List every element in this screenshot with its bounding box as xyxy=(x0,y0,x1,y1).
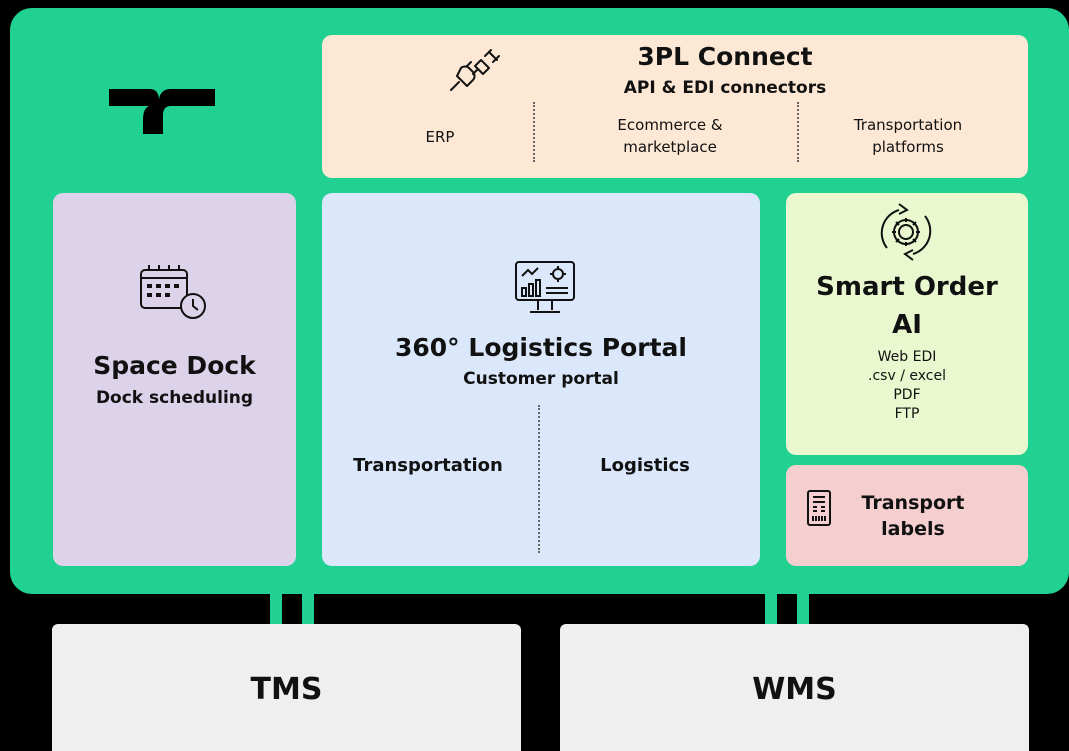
format-ftp: FTP xyxy=(894,406,920,422)
connect-divider xyxy=(533,102,535,162)
transport-labels-card xyxy=(786,465,1028,566)
connect-item-ecommerce: Ecommerce & marketplace xyxy=(617,116,723,156)
portal-logistics-label: Logistics xyxy=(600,455,690,476)
portal-transportation-label: Transportation xyxy=(353,455,503,476)
brand-logo-icon xyxy=(105,82,217,140)
connect-title: 3PL Connect xyxy=(637,42,813,71)
portal-divider xyxy=(538,405,540,553)
connect-divider xyxy=(797,102,799,162)
dashboard-monitor-icon xyxy=(512,258,578,318)
connect-item-transportation: Transportation platforms xyxy=(853,116,963,156)
wms-box xyxy=(560,624,1029,751)
tms-box xyxy=(52,624,521,751)
connect-item-erp: ERP xyxy=(425,128,455,146)
space-dock-title: Space Dock xyxy=(93,351,256,380)
transport-labels-title: Transport labels xyxy=(861,492,965,540)
format-web-edi: Web EDI xyxy=(877,349,937,365)
connect-subtitle: API & EDI connectors xyxy=(623,78,827,98)
space-dock-subtitle: Dock scheduling xyxy=(95,388,254,408)
portal-subtitle: Customer portal xyxy=(463,369,619,389)
smart-order-title-ai: AI xyxy=(892,310,922,340)
gear-cycle-icon xyxy=(873,198,939,266)
tms-label: TMS xyxy=(250,672,323,707)
wms-label: WMS xyxy=(752,672,837,707)
plug-icon xyxy=(445,42,503,94)
smart-order-title: Smart Order xyxy=(816,272,998,302)
connect-card xyxy=(322,35,1028,178)
shipping-label-icon xyxy=(805,488,833,528)
smart-order-card xyxy=(786,193,1028,455)
format-pdf: PDF xyxy=(893,387,921,403)
smart-order-formats: Web EDI .csv / excel PDF FTP xyxy=(786,348,1028,424)
portal-title: 360° Logistics Portal xyxy=(395,333,687,362)
space-dock-card xyxy=(53,193,296,566)
format-csv-excel: .csv / excel xyxy=(868,368,946,384)
calendar-clock-icon xyxy=(137,262,211,320)
portal-card xyxy=(322,193,760,566)
